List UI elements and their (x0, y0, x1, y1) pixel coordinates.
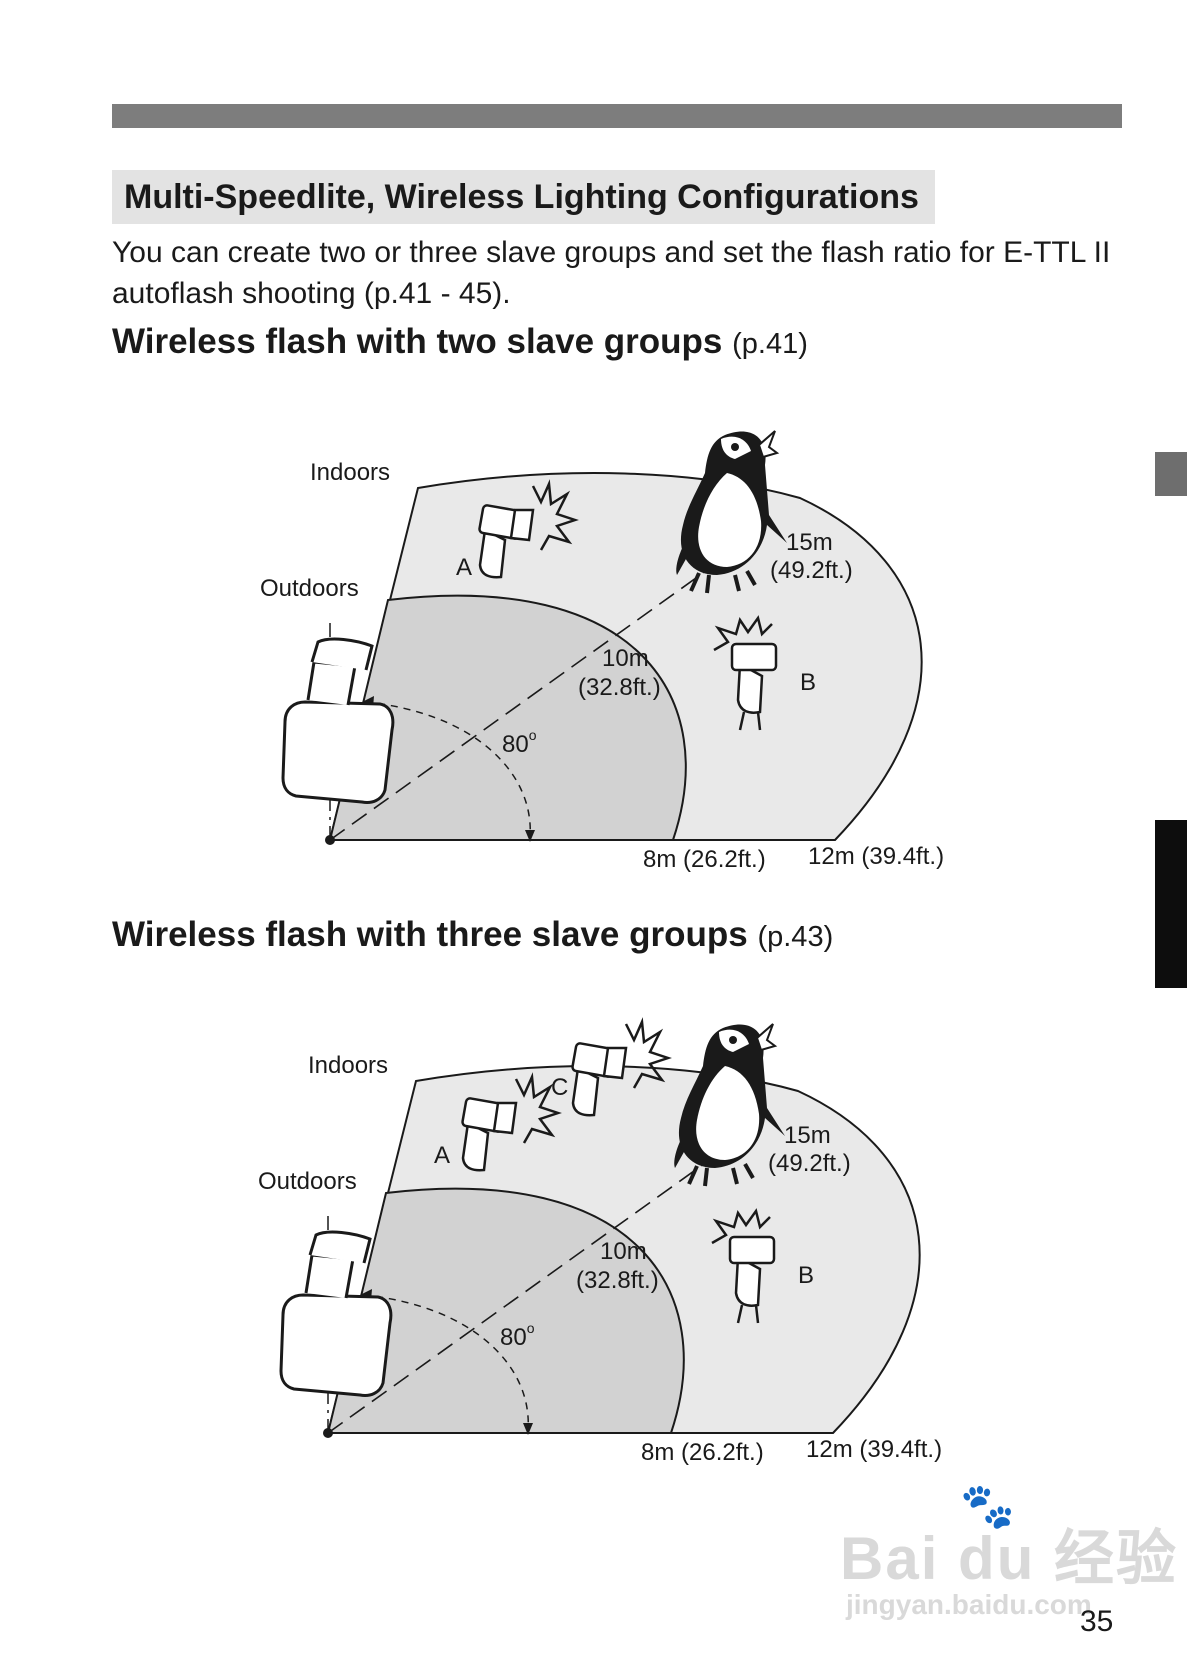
outdoor-range-zone (326, 1187, 685, 1434)
slave-a-flash-icon (478, 479, 579, 579)
range-15m-label: 15m (786, 529, 833, 556)
chapter-tab-black (1155, 820, 1187, 988)
angle-label: 80o (500, 1320, 535, 1351)
three-group-diagram: Indoors Outdoors A C B 15m (49.2ft.) 10m… (0, 995, 1187, 1495)
heading-three-groups: Wireless flash with three slave groups (… (112, 915, 833, 955)
section-title: Multi-Speedlite, Wireless Lighting Confi… (124, 177, 919, 216)
group-a-label: A (456, 554, 472, 581)
range-15m-ft-label: (49.2ft.) (770, 557, 853, 584)
intro-paragraph: You can create two or three slave groups… (112, 236, 1111, 310)
page-reference-link[interactable]: (p.43) (757, 921, 834, 953)
outdoors-label: Outdoors (260, 575, 359, 602)
angle-arc (362, 1294, 529, 1432)
arrow-head-bottom (523, 1423, 533, 1435)
heading-three-groups-text: Wireless flash with three slave groups (112, 915, 748, 954)
penguin-icon (676, 430, 787, 594)
angle-arc (364, 701, 531, 839)
range-10m-label: 10m (602, 645, 649, 672)
indoors-label: Indoors (310, 459, 390, 486)
paw-print-icon: 🐾 (960, 1482, 1015, 1531)
angle-label: 80o (502, 727, 537, 758)
page-reference-link[interactable]: (p.41) (732, 328, 808, 360)
master-camera-icon (279, 1230, 393, 1397)
three-group-diagram-svg: Indoors Outdoors A C B 15m (49.2ft.) 10m… (258, 1017, 942, 1466)
range-10m-ft-label: (32.8ft.) (576, 1267, 659, 1294)
heading-two-groups: Wireless flash with two slave groups (p.… (112, 322, 808, 362)
chapter-tab-gray (1155, 452, 1187, 496)
range-10m-label: 10m (600, 1238, 647, 1265)
slave-b-flash-icon (711, 1208, 776, 1324)
arrow-head-bottom (525, 830, 535, 842)
range-10m-ft-label: (32.8ft.) (578, 674, 661, 701)
section-title-box: Multi-Speedlite, Wireless Lighting Confi… (112, 170, 935, 224)
range-15m-label: 15m (784, 1122, 831, 1149)
header-rule (112, 104, 1122, 128)
penguin-icon (674, 1023, 785, 1187)
range-8m-label: 8m (26.2ft.) (643, 846, 766, 873)
slave-c-flash-icon (571, 1017, 672, 1117)
range-8m-label: 8m (26.2ft.) (641, 1439, 764, 1466)
group-b-label: B (800, 669, 816, 696)
slave-a-flash-icon (461, 1072, 562, 1172)
range-radius (329, 567, 711, 841)
watermark-main-text: Bai du 经验 (840, 1525, 1179, 1592)
two-group-diagram-svg: Indoors Outdoors A B 15m (49.2ft.) 10m (… (260, 430, 944, 873)
group-b-label: B (798, 1262, 814, 1289)
watermark-url-text: jingyan.baidu.com (846, 1589, 1092, 1620)
range-15m-ft-label: (49.2ft.) (768, 1150, 851, 1177)
heading-two-groups-text: Wireless flash with two slave groups (112, 322, 723, 361)
master-camera-icon (281, 637, 395, 804)
group-c-label: C (551, 1074, 568, 1101)
two-group-diagram: Indoors Outdoors A B 15m (49.2ft.) 10m (… (0, 400, 1187, 900)
indoors-label: Indoors (308, 1052, 388, 1079)
slave-b-flash-icon (713, 615, 778, 731)
range-radius (327, 1160, 709, 1434)
outdoors-label: Outdoors (258, 1168, 357, 1195)
range-12m-label: 12m (39.4ft.) (806, 1436, 942, 1463)
outdoor-range-zone (328, 594, 687, 841)
baidu-watermark: 🐾 Bai du 经验 jingyan.baidu.com (840, 1482, 1179, 1621)
range-12m-label: 12m (39.4ft.) (808, 843, 944, 870)
group-a-label: A (434, 1142, 450, 1169)
page-number: 35 (1080, 1605, 1114, 1638)
